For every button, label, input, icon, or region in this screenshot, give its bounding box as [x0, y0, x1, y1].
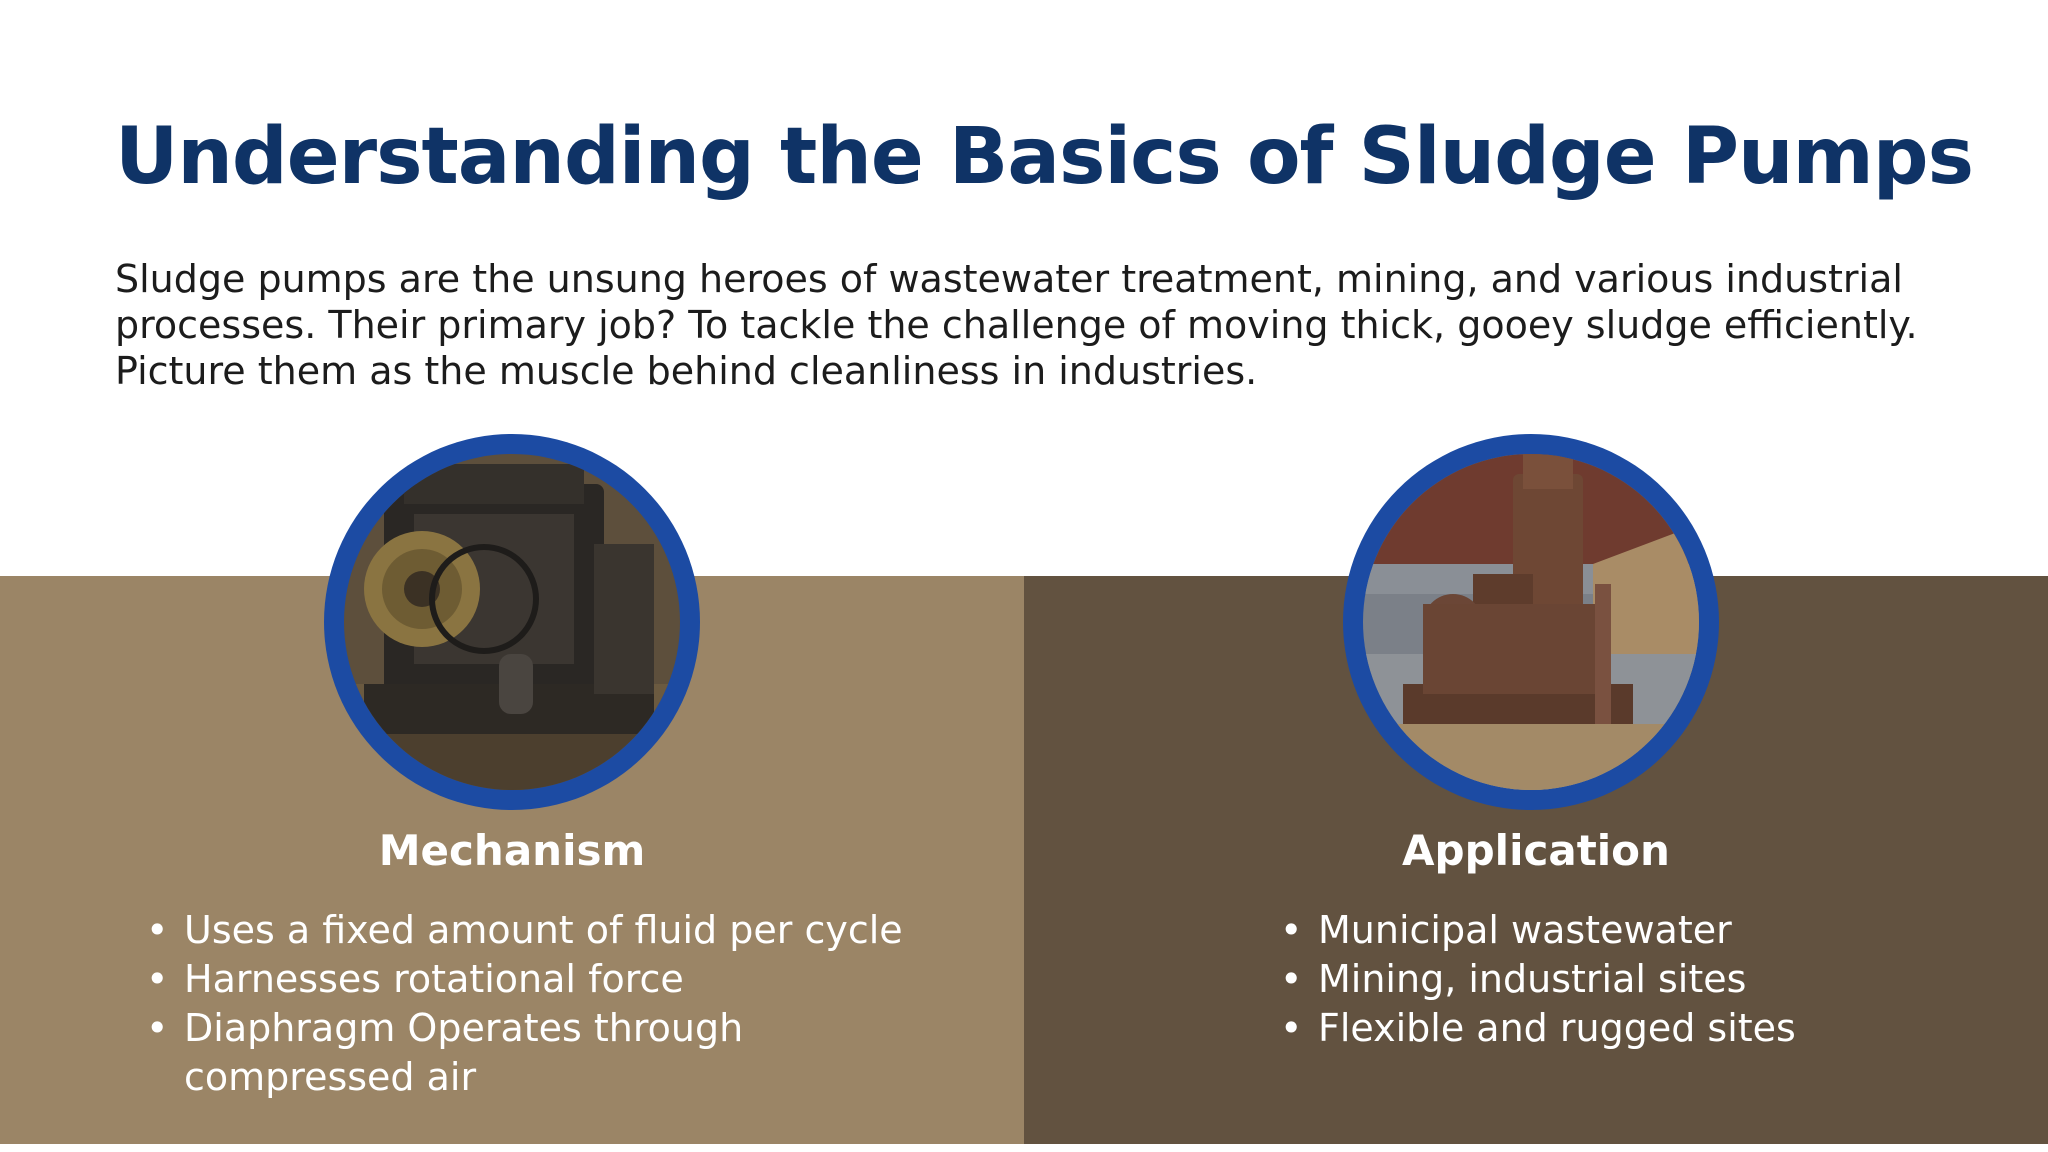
application-bullet-list: Municipal wastewater Mining, industrial …	[1280, 906, 2000, 1053]
list-item: Diaphragm Operates through compressed ai…	[146, 1004, 804, 1102]
intro-paragraph: Sludge pumps are the unsung heroes of wa…	[115, 257, 1918, 393]
list-item: Flexible and rugged sites	[1280, 1004, 2000, 1053]
slide-title: Understanding the Basics of Sludge Pumps	[115, 112, 1974, 202]
list-item: Municipal wastewater	[1280, 906, 2000, 955]
application-photo-frame	[1343, 434, 1719, 810]
mechanism-heading: Mechanism	[378, 826, 646, 875]
mechanism-photo-frame	[324, 434, 700, 810]
sludge-pump-photo	[1363, 454, 1699, 790]
list-item: Uses a fixed amount of fluid per cycle	[146, 906, 946, 955]
mechanism-bullet-list: Uses a fixed amount of fluid per cycle H…	[146, 906, 946, 1102]
list-item: Harnesses rotational force	[146, 955, 946, 1004]
sludge-pump-photo	[344, 454, 680, 790]
application-heading: Application	[1402, 826, 1670, 875]
list-item: Mining, industrial sites	[1280, 955, 2000, 1004]
